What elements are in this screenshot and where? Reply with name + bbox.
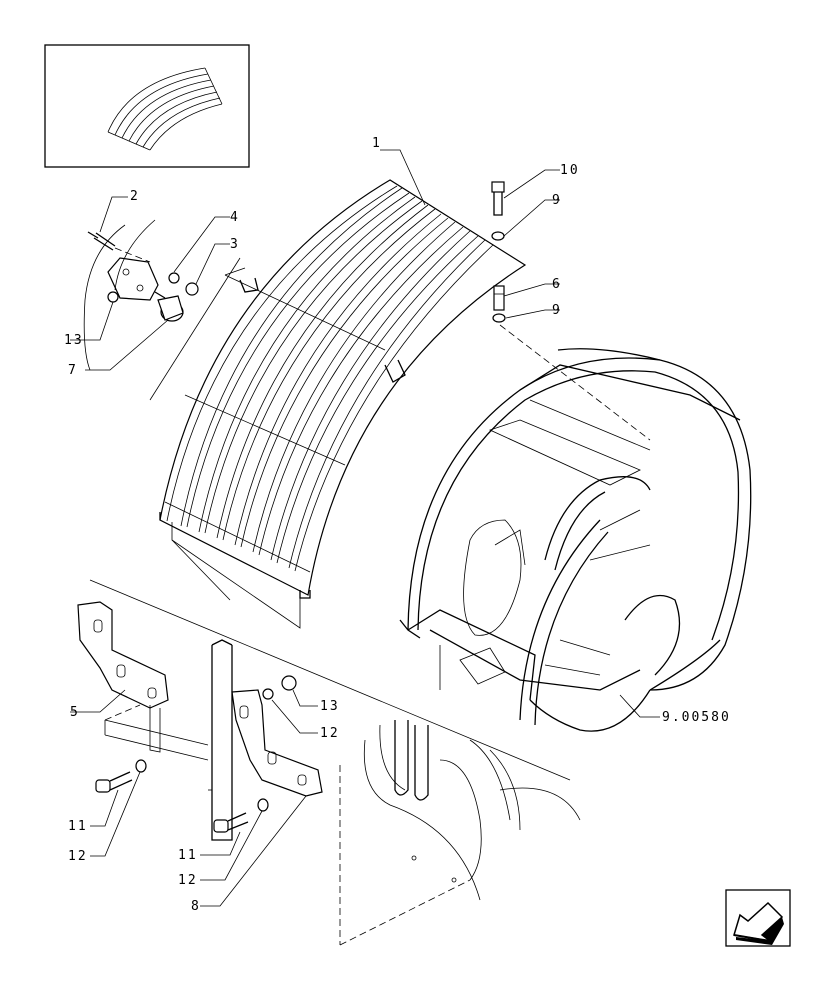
callout-6: 6	[552, 277, 562, 292]
washer-9-bottom	[492, 313, 506, 323]
cab-floor-detail	[339, 720, 581, 946]
bracket-8	[231, 689, 323, 797]
callout-7: 7	[68, 363, 78, 378]
callout-12-right: 12	[178, 873, 198, 888]
nut-13-lower	[281, 675, 297, 691]
spacer-6	[493, 285, 505, 311]
bolt-2	[87, 231, 116, 251]
bolt-10	[491, 181, 505, 216]
callout-11-right: 11	[178, 848, 198, 863]
callout-cab-reference: 9.00580	[662, 710, 731, 725]
washer-9-top	[491, 231, 505, 241]
callout-2: 2	[130, 189, 140, 204]
nut-13	[107, 291, 119, 303]
leader-lines	[70, 149, 660, 907]
callout-12-upper: 12	[320, 726, 340, 741]
cab-assembly	[399, 348, 752, 732]
callout-9-bottom: 9	[552, 303, 562, 318]
rubber-stop-7	[154, 291, 184, 322]
bolt-11-right	[213, 812, 249, 833]
callout-4: 4	[230, 210, 240, 225]
washer-4	[168, 272, 180, 284]
callout-10: 10	[560, 163, 580, 178]
mount-plate	[83, 219, 246, 401]
callout-13-lower: 13	[320, 699, 340, 714]
next-page-arrow-icon[interactable]	[725, 889, 791, 947]
callout-8: 8	[191, 899, 201, 914]
callout-5: 5	[70, 705, 80, 720]
callout-9-top: 9	[552, 193, 562, 208]
bracket-5	[77, 601, 169, 709]
washer-12-lower	[262, 688, 274, 700]
callout-12-left: 12	[68, 849, 88, 864]
callout-1: 1	[372, 136, 382, 151]
callout-13-upper: 13	[64, 333, 84, 348]
nut-3	[185, 282, 199, 296]
bolt-11-left	[95, 771, 133, 793]
grille-guard	[159, 179, 527, 599]
callout-3: 3	[230, 237, 240, 252]
guard-thumbnail-icon	[44, 44, 250, 168]
washer-12-left	[135, 759, 147, 773]
washer-12-right	[257, 798, 269, 812]
callout-11-left: 11	[68, 819, 88, 834]
mounting-post	[104, 639, 233, 841]
